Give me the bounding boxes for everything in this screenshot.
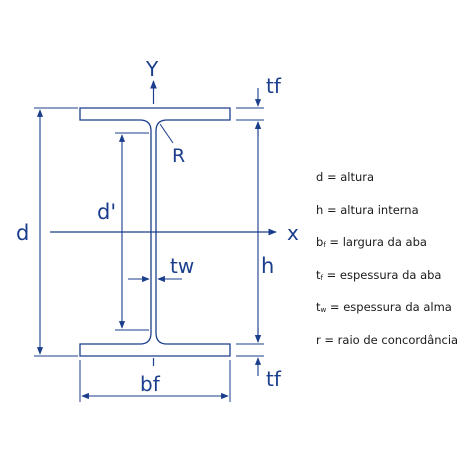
legend-symbol: h xyxy=(316,202,324,217)
x-axis-label: x xyxy=(287,221,299,245)
legend-subscript: f xyxy=(320,273,323,282)
legend-item-espessura-aba: tf = espessura da aba xyxy=(316,268,458,301)
d-prime-label: d' xyxy=(97,200,116,224)
legend-item-espessura-alma: tw = espessura da alma xyxy=(316,300,458,333)
legend-symbol: t xyxy=(316,267,321,282)
legend-item-altura: d = altura xyxy=(316,170,458,203)
d-label: d xyxy=(16,221,29,245)
tw-label: tw xyxy=(170,254,194,278)
legend-symbol: d xyxy=(316,170,324,184)
legend-subscript: f xyxy=(323,241,326,249)
tf-top-label: tf xyxy=(266,74,282,98)
legend-symbol: t xyxy=(316,300,321,314)
legend-item-raio: r = raio de concordância xyxy=(316,333,458,366)
legend-subscript: w xyxy=(320,306,327,314)
legend-text: = raio de concordância xyxy=(320,332,459,347)
r-label: R xyxy=(172,145,185,167)
tf-bottom-label: tf xyxy=(266,367,282,391)
legend-symbol: r xyxy=(316,332,321,347)
r-leader-line xyxy=(159,123,174,144)
legend-text: = espessura da aba xyxy=(322,267,442,282)
y-axis-label: Y xyxy=(145,57,159,81)
i-beam-profile xyxy=(79,107,231,357)
legend: d = altura h = altura interna bf = largu… xyxy=(316,170,458,365)
legend-item-largura-aba: bf = largura da aba xyxy=(316,235,458,268)
bf-label: bf xyxy=(140,372,161,396)
legend-text: = largura da aba xyxy=(325,235,427,249)
legend-text: = espessura da alma xyxy=(326,300,452,314)
legend-item-altura-interna: h = altura interna xyxy=(316,203,458,236)
legend-text: = altura interna xyxy=(323,202,419,217)
h-label: h xyxy=(261,254,274,278)
legend-symbol: b xyxy=(316,235,324,249)
legend-text: = altura xyxy=(323,170,375,184)
